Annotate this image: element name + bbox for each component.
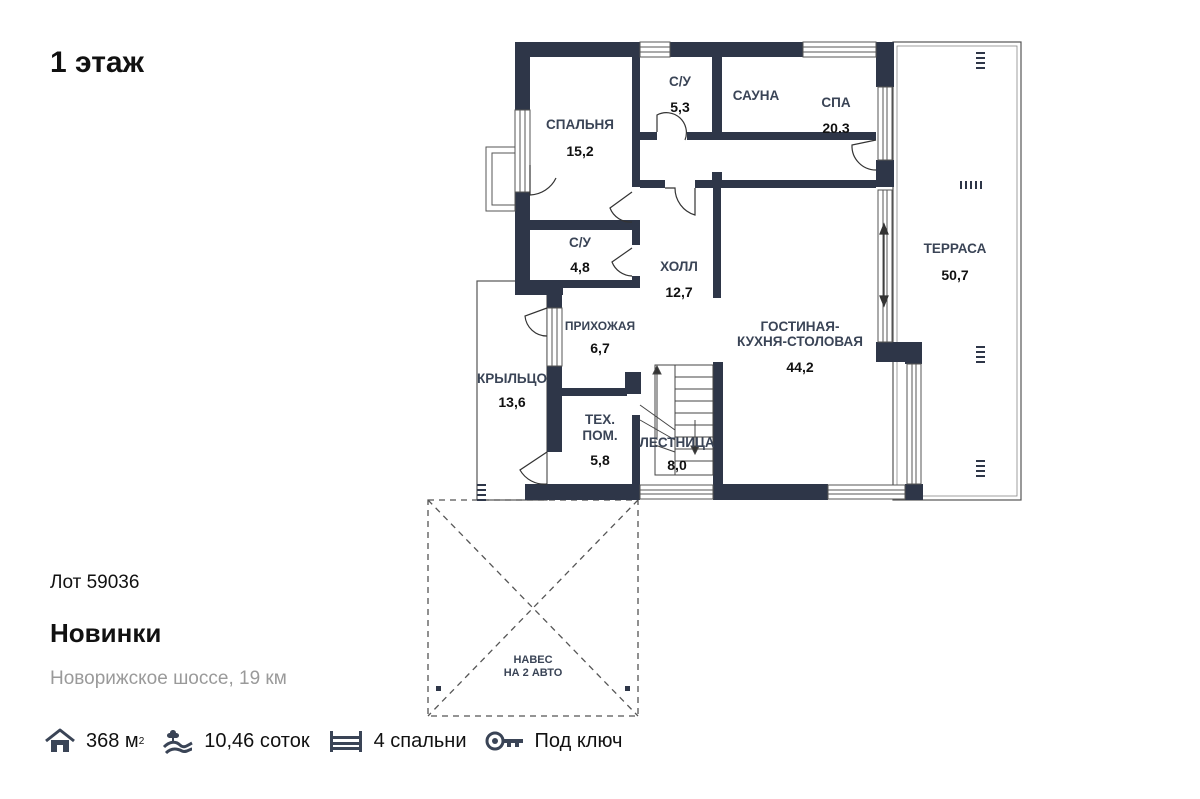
room-area-tech: 5,8 — [590, 452, 610, 468]
room-label-stairs: ЛЕСТНИЦА — [639, 435, 714, 450]
room-label-living-2: КУХНЯ-СТОЛОВАЯ — [737, 334, 863, 349]
doors — [519, 112, 877, 485]
room-area-living: 44,2 — [786, 359, 813, 375]
floor-title: 1 этаж — [50, 46, 144, 79]
room-label-carport-1: НАВЕС — [513, 654, 552, 666]
windows — [514, 41, 922, 500]
room-area-terrace: 50,7 — [941, 267, 968, 283]
porch-outline — [476, 280, 548, 501]
room-label-tech-1: ТЕХ. — [585, 412, 615, 427]
lot-number: Лот 59036 — [50, 572, 140, 593]
room-area-wc2: 4,8 — [570, 259, 590, 275]
room-label-wc2: С/У — [569, 235, 592, 250]
room-label-tech-2: ПОМ. — [582, 428, 617, 443]
stat-area-value: 368 м — [86, 729, 139, 752]
land-icon — [163, 730, 193, 755]
room-area-stairs: 8,0 — [667, 457, 687, 473]
room-label-bedroom: СПАЛЬНЯ — [546, 117, 614, 132]
stat-bedrooms: 4 спальни — [328, 728, 467, 754]
walls — [515, 42, 923, 500]
sliding-door — [879, 222, 889, 308]
carport-outline — [427, 499, 639, 717]
room-area-spa: 20.3 — [822, 120, 849, 136]
room-area-hall: 12,7 — [665, 284, 692, 300]
room-label-terrace: ТЕРРАСА — [924, 241, 987, 256]
bay-window — [485, 146, 516, 212]
room-area-porch: 13,6 — [498, 394, 525, 410]
room-label-carport-2: НА 2 АВТО — [504, 667, 563, 679]
room-label-spa: СПА — [821, 95, 850, 110]
terrace-steps — [477, 52, 985, 501]
address: Новорижское шоссе, 19 км — [50, 668, 287, 689]
room-label-porch: КРЫЛЬЦО — [477, 371, 547, 386]
stat-finish: Под ключ — [485, 729, 623, 753]
project-name: Новинки — [50, 618, 162, 648]
room-label-sauna: САУНА — [733, 88, 780, 103]
room-area-bedroom: 15,2 — [566, 143, 593, 159]
room-label-hall: ХОЛЛ — [660, 259, 698, 274]
room-label-entry: ПРИХОЖАЯ — [565, 319, 635, 333]
terrace-outline — [892, 41, 1022, 501]
stat-plot-value: 10,46 соток — [204, 729, 310, 752]
stat-area-unit-sup: 2 — [138, 735, 145, 747]
stat-bedrooms-value: 4 спальни — [373, 729, 467, 752]
room-area-entry: 6,7 — [590, 340, 610, 356]
key-icon — [485, 731, 523, 751]
room-label-living-1: ГОСТИНАЯ- — [760, 319, 839, 334]
bed-icon — [329, 731, 362, 752]
staircase — [639, 364, 714, 476]
house-icon — [45, 728, 75, 752]
room-area-wc1: 5,3 — [670, 99, 690, 115]
stat-finish-value: Под ключ — [534, 729, 623, 752]
stat-plot: 10,46 соток — [162, 727, 310, 755]
room-label-wc1: С/У — [669, 74, 692, 89]
